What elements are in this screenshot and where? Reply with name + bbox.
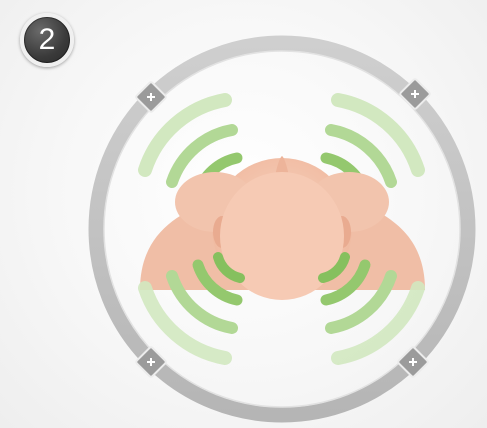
- listener-head: [140, 156, 425, 300]
- step-number-badge: 2: [20, 13, 74, 67]
